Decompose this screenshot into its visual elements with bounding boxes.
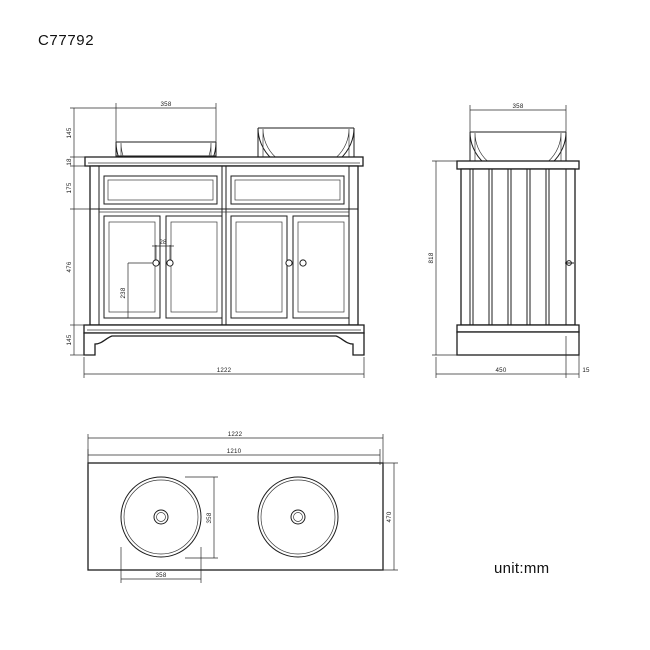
unit-label: unit:mm	[494, 560, 550, 577]
door-knob-4[interactable]	[299, 259, 307, 267]
dim-label-side-overhang: 15	[582, 367, 590, 374]
plan-basin-left	[120, 476, 202, 558]
dim-label-side-overall-height: 818	[428, 252, 435, 263]
side-cabinet-body	[460, 168, 576, 326]
dim-label-front-drawer-height: 175	[66, 182, 73, 193]
front-door-2[interactable]	[165, 215, 223, 319]
dim-label-plan-overall-width: 1222	[228, 431, 243, 438]
side-elevation-view: 358 818 450 15	[428, 103, 590, 378]
dim-side-depth	[435, 336, 580, 378]
front-door-1[interactable]	[103, 215, 161, 319]
dim-front-overall-width	[83, 357, 365, 378]
dim-label-side-depth: 450	[496, 367, 507, 374]
door-knob-1[interactable]	[152, 259, 160, 267]
dim-label-front-basin-height: 145	[66, 127, 73, 138]
plan-view: 1222 1210 358 470	[87, 431, 398, 583]
dim-label-front-plinth-height: 145	[66, 334, 73, 345]
side-countertop	[456, 160, 580, 170]
plan-worktop	[87, 462, 384, 571]
dim-front-basin-width	[115, 103, 217, 145]
dim-side-overall-height	[432, 160, 459, 356]
front-door-4[interactable]	[292, 215, 350, 319]
dim-label-front-knob-offset: 28	[159, 239, 167, 246]
dim-label-front-door-height: 476	[66, 261, 73, 272]
side-plinth	[456, 324, 580, 356]
dim-label-front-top-thickness: 18	[66, 158, 73, 166]
dim-label-plan-depth: 470	[386, 511, 393, 522]
front-countertop	[84, 156, 364, 167]
front-elevation-view: 358 145 18 175 476 145	[66, 101, 365, 378]
dim-label-plan-top-width: 1210	[227, 448, 242, 455]
dim-plan-top-width	[87, 449, 381, 465]
dim-label-front-knob-height: 238	[120, 287, 127, 298]
front-drawer-right[interactable]	[230, 175, 345, 205]
dim-plan-basin-diameter-x	[120, 547, 202, 583]
dim-plan-basin-diameter-y	[185, 476, 218, 559]
front-drawer-left[interactable]	[103, 175, 218, 205]
drawing-title: C77792	[38, 32, 95, 49]
dim-label-front-overall-width: 1222	[217, 367, 232, 374]
dim-plan-depth	[381, 462, 398, 571]
dim-label-side-basin-width: 358	[513, 103, 524, 110]
door-knob-2[interactable]	[166, 259, 174, 267]
dim-front-knob	[127, 245, 174, 319]
front-plinth	[83, 324, 365, 356]
side-hinge-mark	[565, 260, 574, 266]
plan-basin-right	[257, 476, 339, 558]
dim-side-basin-width	[469, 105, 567, 135]
dim-label-plan-basin-diameter-y: 358	[206, 512, 213, 523]
door-knob-3[interactable]	[285, 259, 293, 267]
dim-front-vertical-stack	[70, 107, 118, 356]
dim-label-plan-basin-diameter-x: 358	[156, 572, 167, 579]
dim-label-front-basin-width: 358	[161, 101, 172, 108]
front-door-3[interactable]	[230, 215, 288, 319]
